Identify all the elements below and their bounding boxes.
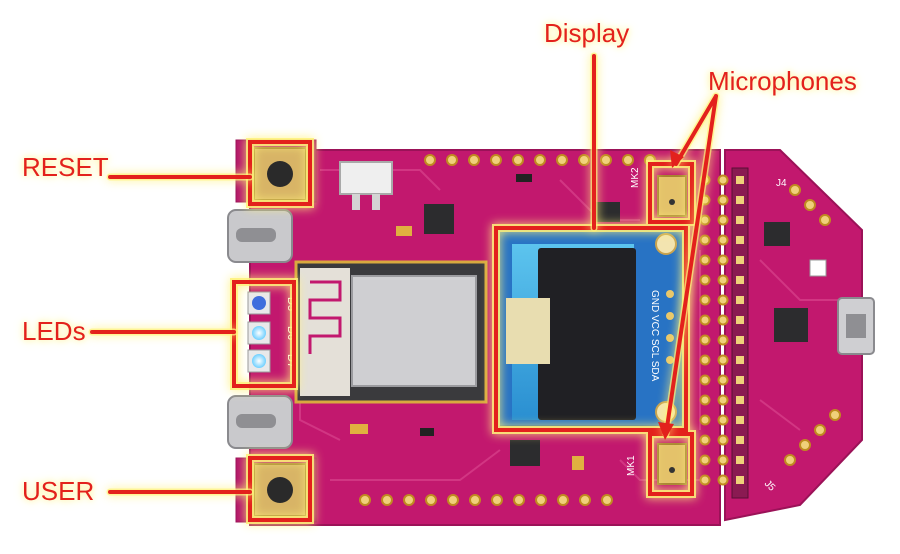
capacitor-2 xyxy=(350,424,368,434)
mic-label-mk1: MK1 xyxy=(626,455,637,476)
usb-c-top xyxy=(228,210,292,262)
user-button-graphic xyxy=(254,464,306,516)
esp32-module xyxy=(296,262,486,402)
oled-display: GND VCC SCL SDA xyxy=(498,230,684,426)
usb-c-bottom xyxy=(228,396,292,448)
reset-callout: RESET xyxy=(22,152,109,182)
led-d6 xyxy=(248,322,270,344)
led-d5 xyxy=(248,292,270,314)
capacitor-1 xyxy=(396,226,412,236)
mic-label-mk2: MK2 xyxy=(630,167,641,188)
micro-usb-right xyxy=(838,298,874,354)
ic-wing-small xyxy=(810,260,826,276)
ic-top xyxy=(424,204,454,234)
resistor-2 xyxy=(420,428,434,436)
reset-button-graphic xyxy=(254,148,306,200)
header-label-j4: J4 xyxy=(776,178,787,189)
led-d7 xyxy=(248,350,270,372)
display-callout: Display xyxy=(544,18,629,48)
resistor-1 xyxy=(516,174,532,182)
ic-wing-mid xyxy=(774,308,808,342)
ic-bottom xyxy=(510,440,540,466)
oled-pin-labels: GND VCC SCL SDA xyxy=(649,290,660,382)
microphones-callout: Microphones xyxy=(708,66,857,96)
microphone-mk1 xyxy=(658,444,686,484)
ic-wing-top xyxy=(764,222,790,246)
leds-callout: LEDs xyxy=(22,316,86,346)
user-callout: USER xyxy=(22,476,94,506)
capacitor-3 xyxy=(572,456,584,470)
microphone-mk2 xyxy=(658,176,686,216)
